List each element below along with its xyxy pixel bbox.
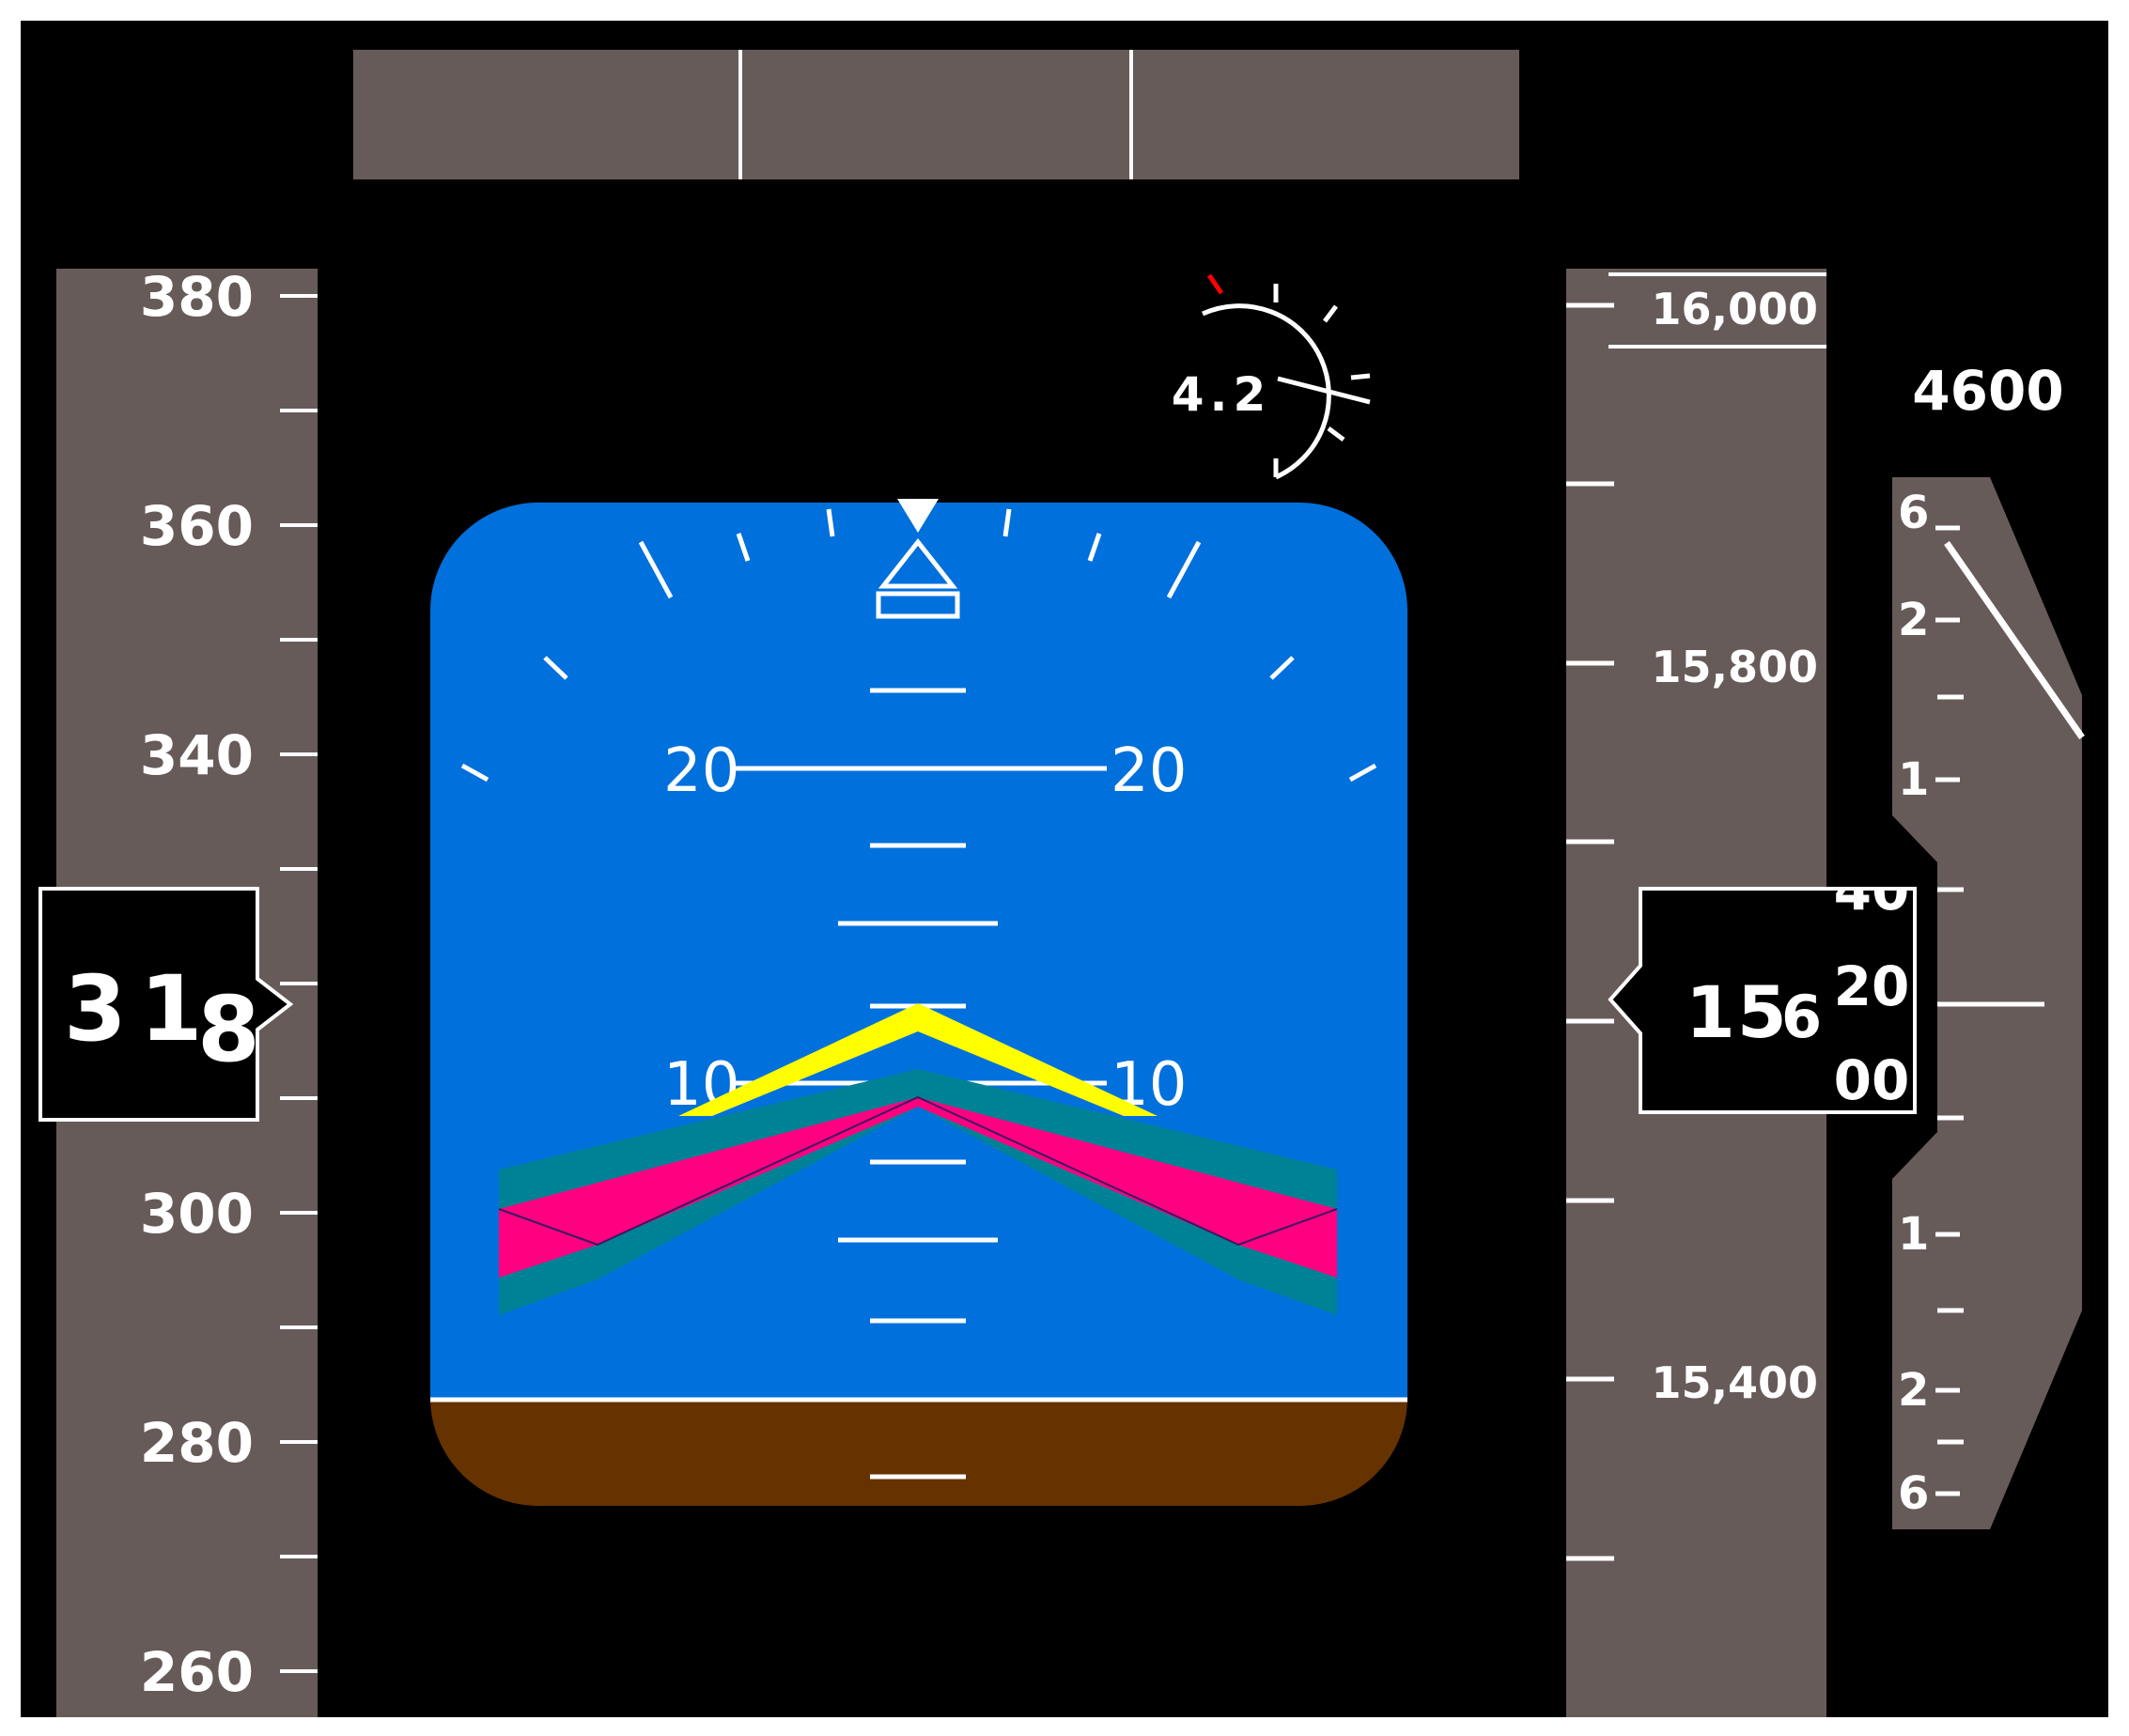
- altitude-drum-digit: 20: [1834, 954, 1910, 1018]
- mode-annunciator-bar: [353, 50, 1519, 179]
- speed-label: 340: [140, 723, 254, 787]
- g-meter-tick: [1323, 304, 1338, 323]
- slip-skid-indicator: [876, 591, 960, 619]
- altitude-readout-thousands: 15: [1686, 970, 1789, 1054]
- g-meter-tick: [1327, 426, 1345, 442]
- speed-label: 380: [140, 265, 254, 329]
- flight-director-outline: [499, 1069, 1337, 1315]
- attitude-indicator: 20 20 10 10: [430, 499, 1407, 1506]
- bank-tick-10: [826, 508, 835, 537]
- airspeed-readout-units: 8: [197, 977, 260, 1082]
- aircraft-symbol: [678, 1003, 1158, 1116]
- bank-tick-20: [1087, 533, 1102, 562]
- flight-director-crease: [498, 1095, 1338, 1247]
- bank-tick-45: [1269, 656, 1295, 680]
- vsi-label: 6: [1898, 1467, 1929, 1520]
- altitude-readout-box: [1608, 887, 1917, 1114]
- flight-director-bar: [499, 1097, 1337, 1278]
- speed-label: 360: [140, 494, 254, 558]
- g-meter: 4.2: [1172, 273, 1371, 480]
- flight-director: [498, 1069, 1338, 1315]
- bank-tick-20: [736, 533, 751, 562]
- vsi-label: 2: [1898, 1364, 1929, 1417]
- g-meter-arc: [1201, 303, 1331, 480]
- g-meter-tick: [1350, 373, 1371, 380]
- speed-label: 300: [140, 1182, 254, 1246]
- bank-zero-index: [897, 499, 939, 533]
- bank-pointer: [878, 537, 958, 589]
- speed-label: 260: [140, 1640, 254, 1704]
- altitude-label: 16,000: [1651, 284, 1818, 334]
- g-meter-needle: [1277, 376, 1371, 405]
- bank-tick-30: [1166, 540, 1202, 599]
- bank-tick-60: [1348, 763, 1377, 783]
- airspeed-readout-box: [39, 887, 294, 1122]
- bank-scale: [460, 508, 1377, 783]
- pitch-label: 20: [663, 736, 739, 806]
- vsi-label: 2: [1898, 594, 1929, 646]
- bank-tick-10: [1002, 508, 1012, 537]
- bank-tick-60: [460, 763, 490, 783]
- pitch-label: 20: [1111, 736, 1187, 806]
- annunciator-panel: [353, 50, 1519, 179]
- vsi-label: 1: [1898, 1208, 1929, 1261]
- altitude-drum-digit: 40: [1834, 859, 1910, 922]
- bank-tick-30: [638, 540, 674, 599]
- altitude-label: 15,400: [1651, 1357, 1818, 1408]
- altitude-label: 15,800: [1651, 642, 1818, 692]
- airspeed-readout: 31 8: [39, 887, 294, 1122]
- altitude-readout-hundreds: 6: [1781, 983, 1822, 1051]
- altitude-readout: 15 6 40 20 00: [1608, 859, 1917, 1114]
- altitude-drum-digit: 00: [1834, 1048, 1910, 1112]
- g-meter-limit-tick: [1206, 273, 1224, 295]
- vsi-needle: [1944, 541, 2085, 739]
- vertical-speed-indicator: 6 2 1 1 2 6 4600: [1892, 359, 2085, 1529]
- speed-label: 280: [140, 1411, 254, 1475]
- g-meter-value: 4.2: [1172, 367, 1272, 422]
- ground: [430, 1402, 1407, 1506]
- vsi-selected-value: 4600: [1912, 359, 2063, 423]
- vsi-label: 1: [1898, 753, 1929, 806]
- vsi-label: 6: [1898, 487, 1929, 539]
- airspeed-readout-hundreds: 31: [64, 956, 216, 1062]
- bank-tick-45: [543, 656, 568, 680]
